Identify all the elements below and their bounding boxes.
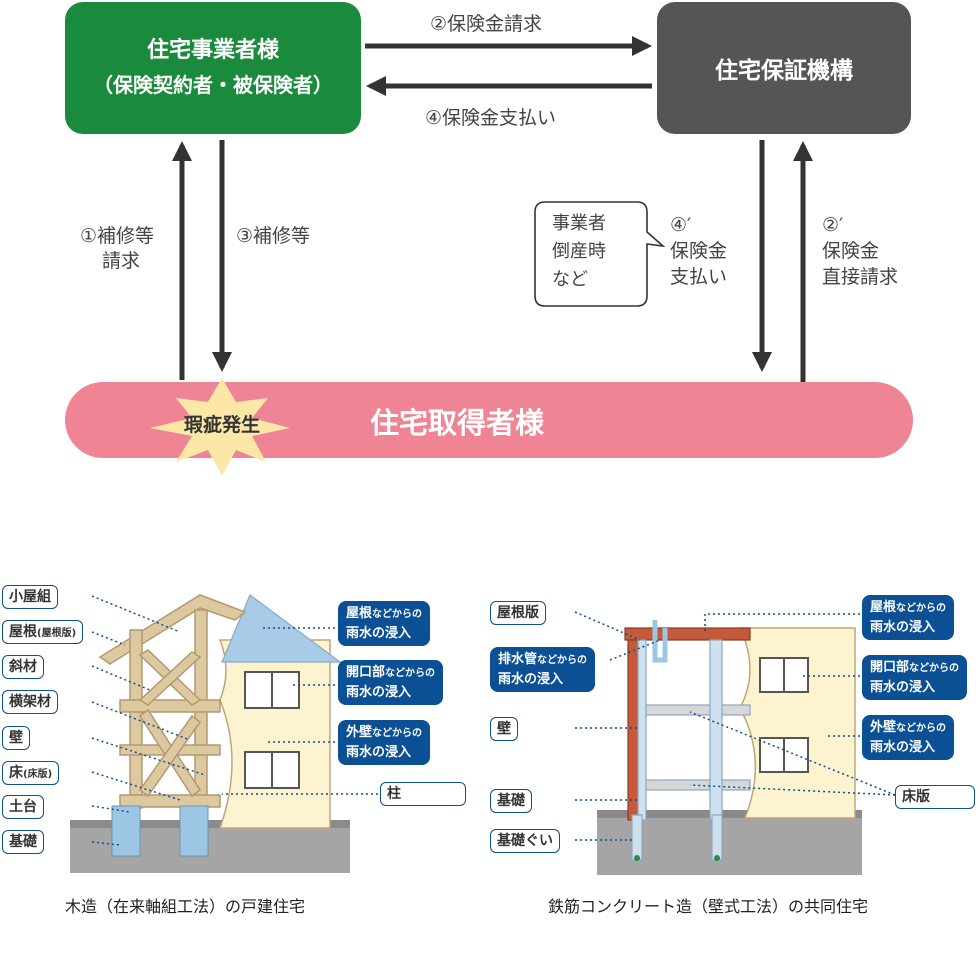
defect-label: 瑕疵発生 <box>183 414 260 436</box>
direct-claim-label: ②′ 保険金 直接請求 <box>822 214 899 288</box>
repair-request-label: ①補修等 請求 <box>80 225 155 272</box>
wood-caption: 木造（在来軸組工法）の戸建住宅 <box>65 897 306 916</box>
guarantee-box-title: 住宅保証機構 <box>715 58 853 84</box>
rc-callout-drain: 排水管などからの 雨水の浸入 <box>490 647 596 692</box>
rc-label-wall: 壁 <box>490 717 518 741</box>
wood-leader-lines <box>91 595 378 846</box>
rc-label-floor-slab: 床版 <box>895 785 975 809</box>
rc-callout-wall: 外壁などからの 雨水の浸入 <box>862 715 955 760</box>
wood-house-illustration <box>70 594 350 873</box>
wood-label-sill: 土台 <box>2 795 44 819</box>
claim-label: ②保険金請求 <box>430 13 543 35</box>
payment-label: ④保険金支払い <box>425 107 557 129</box>
defect-burst-shape <box>150 378 290 476</box>
buyer-bar <box>65 382 913 458</box>
wood-callout-roof: 屋根などからの 雨水の浸入 <box>338 601 431 646</box>
rc-building-illustration <box>597 620 862 875</box>
wood-callout-opening: 開口部などからの 雨水の浸入 <box>338 660 444 705</box>
wood-label-foundation: 基礎 <box>2 830 44 854</box>
rc-caption: 鉄筋コンクリート造（壁式工法）の共同住宅 <box>548 897 869 916</box>
wood-label-wall: 壁 <box>2 726 30 750</box>
repair-label: ③補修等 <box>236 225 311 247</box>
wood-callout-wall: 外壁などからの 雨水の浸入 <box>338 720 431 765</box>
business-box: 住宅事業者様 （保険契約者・被保険者） <box>65 2 361 134</box>
rc-label-pile: 基礎ぐい <box>490 829 560 853</box>
business-box-title: 住宅事業者様 <box>146 38 279 63</box>
wood-label-pillar: 柱 <box>380 782 466 806</box>
bankruptcy-bubble <box>534 201 666 307</box>
bankruptcy-note: 事業者 倒産時 など <box>552 213 606 290</box>
rc-label-foundation: 基礎 <box>490 789 532 813</box>
wood-label-roof: 屋根(屋根版) <box>2 620 84 644</box>
wood-label-beam: 横架材 <box>2 690 58 714</box>
rc-label-roof-slab: 屋根版 <box>490 601 546 625</box>
rc-callout-roof: 屋根などからの 雨水の浸入 <box>862 595 955 640</box>
wood-label-brace: 斜材 <box>2 655 44 679</box>
rc-leader-lines <box>574 611 896 841</box>
guarantee-box: 住宅保証機構 <box>657 2 911 134</box>
wood-label-floor: 床(床版) <box>2 761 60 785</box>
buyer-bar-label: 住宅取得者様 <box>370 406 545 440</box>
business-box-subtitle: （保険契約者・被保険者） <box>93 73 333 97</box>
direct-payment-label: ④′ 保険金 支払い <box>670 214 728 288</box>
wood-label-koyagumi: 小屋組 <box>2 585 58 609</box>
rc-callout-opening: 開口部などからの 雨水の浸入 <box>862 655 968 700</box>
